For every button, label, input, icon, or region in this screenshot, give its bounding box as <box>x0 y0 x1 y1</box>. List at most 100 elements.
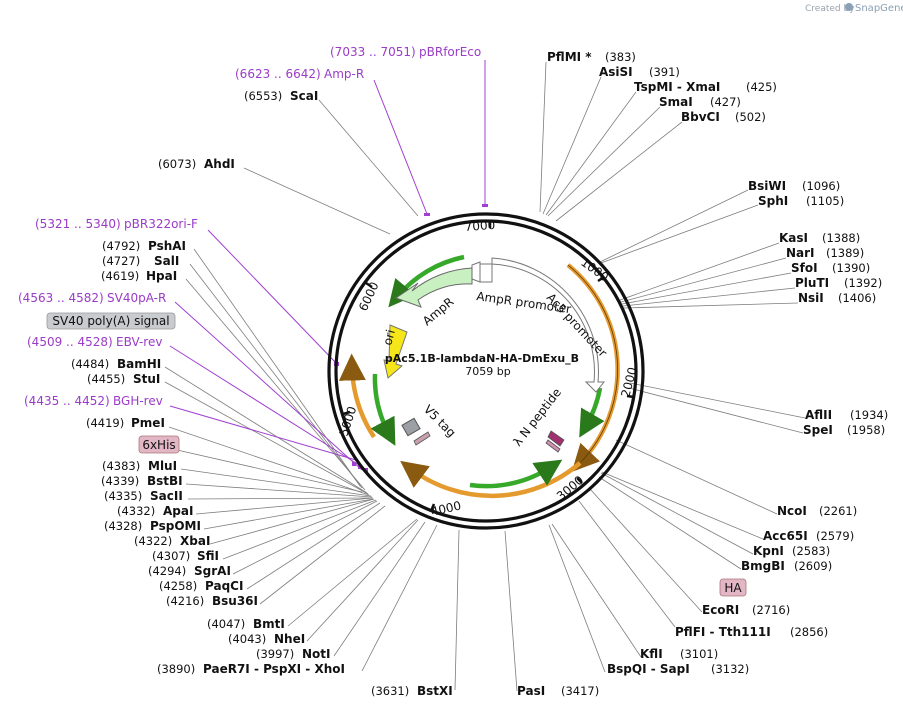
primer-name: pBRforEco <box>419 45 481 59</box>
snapgene-logo-icon <box>845 3 853 11</box>
site-pos: (1389) <box>826 246 864 260</box>
site-pos: (4335) <box>104 489 142 503</box>
site-pos: (2261) <box>819 504 857 518</box>
site-pos: (4792) <box>102 239 140 253</box>
ampr-promoter-box <box>479 263 493 283</box>
site-name: PaqCI <box>205 579 243 593</box>
site-pos: (502) <box>735 110 766 124</box>
plasmid-size: 7059 bp <box>465 365 510 378</box>
site-pos: (425) <box>746 80 777 94</box>
primer-range: (4509 .. 4528) <box>27 335 113 349</box>
site-pos: (4047) <box>207 617 245 631</box>
primer-range: (5321 .. 5340) <box>35 217 121 231</box>
sites-right: PflMI * (383) AsiSI (391) TspMI - XmaI (… <box>517 50 888 698</box>
boxed-6xhis: 6xHis <box>138 435 180 454</box>
site-name: PflMI * <box>547 50 592 64</box>
site-name: BbvCI <box>681 110 720 124</box>
site-pos: (4619) <box>101 269 139 283</box>
site-name: PflFI - Tth111I <box>675 625 771 639</box>
plasmid-name: pAc5.1B-lambdaN-HA-DmExu_B <box>385 352 579 365</box>
site-name: NheI <box>274 632 305 646</box>
site-pos: (4383) <box>102 459 140 473</box>
site-name: XbaI <box>180 534 210 548</box>
site-name: PshAI <box>148 239 186 253</box>
site-name: MluI <box>148 459 177 473</box>
site-leader-lines <box>154 61 806 692</box>
primer-leader-lines <box>169 60 486 471</box>
site-name: SgrAI <box>194 564 231 578</box>
site-name: NarI <box>786 246 815 260</box>
site-pos: (427) <box>710 95 741 109</box>
site-pos: (2579) <box>816 529 854 543</box>
site-pos: (391) <box>649 65 680 79</box>
ha-tag-label: HA <box>724 581 742 595</box>
site-name: NotI <box>302 647 331 661</box>
site-pos: (4328) <box>104 519 142 533</box>
green-arcs <box>370 254 605 489</box>
site-pos: (3890) <box>157 662 195 676</box>
snapgene-credit: Created by SnapGene <box>805 3 903 14</box>
ha-tag-mark <box>545 439 561 453</box>
ori-feature-arrow <box>383 324 408 379</box>
site-name: Bsu36I <box>212 594 258 608</box>
tick-label-7000: 7000 <box>464 218 495 234</box>
site-pos: (4258) <box>159 579 197 593</box>
site-pos: (4307) <box>152 549 190 563</box>
site-name: ScaI <box>290 89 318 103</box>
site-name: AflII <box>805 408 832 422</box>
primer-name: BGH-rev <box>113 394 163 408</box>
boxed-ha: HA <box>719 578 747 597</box>
site-name: SalI <box>154 254 179 268</box>
feature-label-ampr: AmpR <box>420 295 456 329</box>
site-pos: (1390) <box>832 261 870 275</box>
boxed-sv40: SV40 poly(A) signal <box>46 312 176 330</box>
site-pos: (4339) <box>101 474 139 488</box>
site-pos: (4322) <box>134 534 172 548</box>
site-pos: (3101) <box>680 647 718 661</box>
site-pos: (2583) <box>792 544 830 558</box>
primer-range: (4435 .. 4452) <box>24 394 110 408</box>
site-name: StuI <box>133 372 160 386</box>
site-pos: (4455) <box>87 372 125 386</box>
ac5-promoter-arrow <box>491 257 606 393</box>
site-pos: (4294) <box>148 564 186 578</box>
site-pos: (4216) <box>166 594 204 608</box>
primer-range: (6623 .. 6642) <box>235 67 321 81</box>
site-name: PmeI <box>131 416 165 430</box>
site-name: BsiWI <box>748 179 786 193</box>
sites-left: (6553) ScaI (6073) AhdI (4792) PshAI (47… <box>71 89 453 698</box>
site-pos: (3417) <box>561 684 599 698</box>
tick-label-6000: 6000 <box>356 280 382 314</box>
site-pos: (4332) <box>117 504 155 518</box>
site-name: BamHI <box>117 357 161 371</box>
site-pos: (1392) <box>844 276 882 290</box>
site-name: PluTI <box>795 276 829 290</box>
site-pos: (3631) <box>371 684 409 698</box>
v5-tag-box <box>401 417 421 437</box>
tick-marks <box>342 221 635 512</box>
his-tag-label: 6xHis <box>142 438 175 452</box>
feature-label-ori: ori <box>380 328 398 347</box>
site-pos: (4043) <box>228 632 266 646</box>
site-pos: (2609) <box>794 559 832 573</box>
site-name: PasI <box>517 684 545 698</box>
site-name: AsiSI <box>599 65 633 79</box>
site-name: SfiI <box>197 549 219 563</box>
site-pos: (4419) <box>86 416 124 430</box>
site-name: NcoI <box>777 504 807 518</box>
site-name: TspMI - XmaI <box>634 80 720 94</box>
site-name: PspOMI <box>150 519 201 533</box>
tick-label-4000: 4000 <box>430 498 463 519</box>
site-name: BmtI <box>253 617 285 631</box>
site-pos: (2716) <box>752 603 790 617</box>
site-name: NsiI <box>798 291 824 305</box>
site-name: HpaI <box>146 269 177 283</box>
site-pos: (6553) <box>244 89 282 103</box>
site-name: BstBI <box>147 474 183 488</box>
his-tag-mark <box>413 431 431 446</box>
site-pos: (1388) <box>822 231 860 245</box>
ampr-feature-arrow <box>394 267 473 308</box>
site-name: PaeR7I - PspXI - XhoI <box>203 662 345 676</box>
site-pos: (3132) <box>711 662 749 676</box>
